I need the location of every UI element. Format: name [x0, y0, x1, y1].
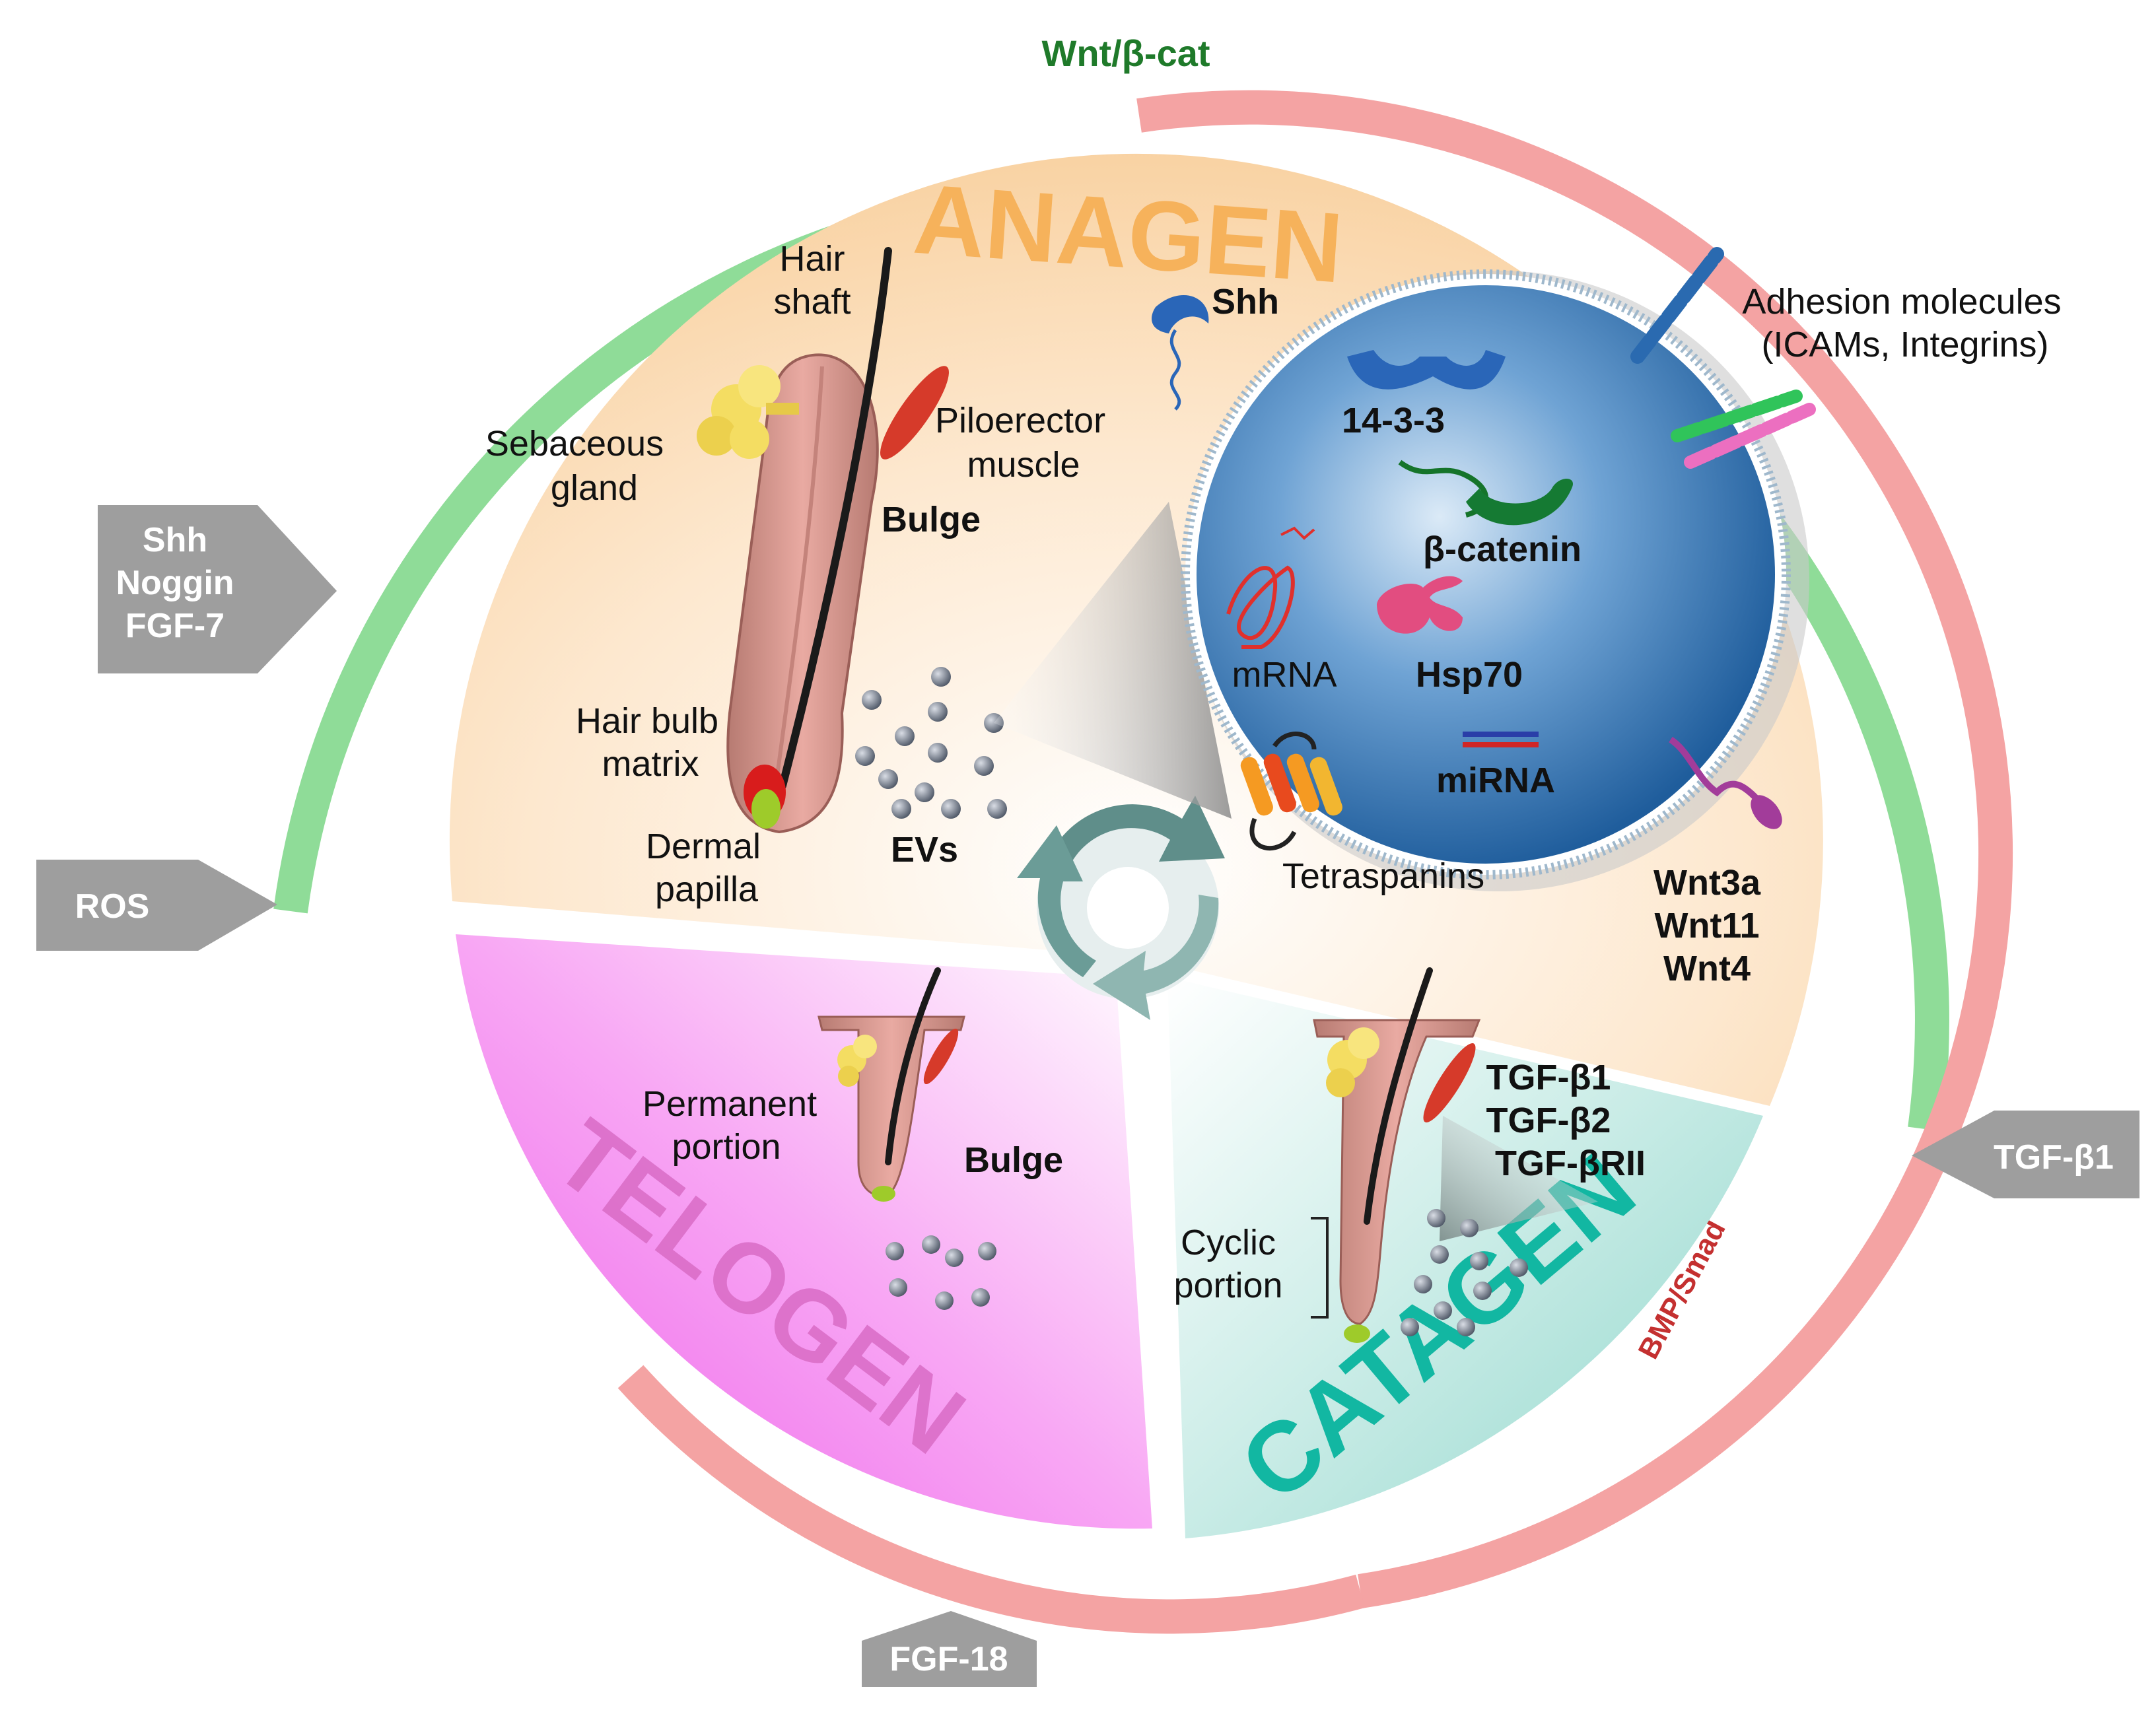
- tgfb1-label: TGF-β1: [1486, 1058, 1611, 1097]
- dermal-papilla-label-line1: Dermal: [646, 827, 761, 866]
- svg-text:Shh: Shh: [143, 521, 207, 559]
- bmp-pathway-arc-bottom: [617, 1365, 1365, 1634]
- hsp70-label: Hsp70: [1416, 655, 1523, 695]
- permanent-portion-label-line1: Permanent: [643, 1084, 817, 1124]
- wnt11-label: Wnt11: [1654, 906, 1759, 945]
- wnt4-label: Wnt4: [1663, 949, 1751, 988]
- piloerector-label-line2: muscle: [967, 445, 1080, 485]
- mrna-label: mRNA: [1232, 655, 1337, 695]
- tgfbrii-label: TGF-βRII: [1495, 1144, 1646, 1183]
- catagen-segment: [1167, 977, 1763, 1538]
- catagen-hair-follicle-illustration: [1313, 967, 1481, 1343]
- svg-text:ROS: ROS: [75, 887, 150, 926]
- mirna-label: miRNA: [1436, 761, 1555, 800]
- sebaceous-gland-label-line2: gland: [551, 468, 638, 508]
- telogen-hair-follicle-illustration: [817, 967, 965, 1202]
- wnt3a-label: Wnt3a: [1653, 863, 1761, 903]
- beta-catenin-icon: [1398, 460, 1574, 526]
- hair-shaft-label-line2: shaft: [773, 282, 851, 322]
- tetraspanin-icon: [1240, 732, 1342, 851]
- ev-particles-catagen: [1401, 1209, 1528, 1336]
- hsp70-icon: [1377, 576, 1463, 634]
- catagen-zoom-cone: [1440, 1116, 1598, 1241]
- permanent-portion-label-line2: portion: [672, 1127, 781, 1167]
- ev-particles-anagen: [855, 667, 1007, 819]
- svg-text:Noggin: Noggin: [116, 564, 234, 602]
- extracellular-vesicle-illustration: [1181, 269, 1809, 891]
- anagen-hair-follicle-illustration: [726, 247, 892, 834]
- regulator-arrow-fgf18: FGF-18: [862, 1611, 1037, 1687]
- hair-shaft-label-line1: Hair: [779, 239, 845, 279]
- tetraspanins-label: Tetraspanins: [1282, 856, 1484, 896]
- adhesion-label-line2: (ICAMs, Integrins): [1761, 325, 2048, 364]
- adhesion-label-line1: Adhesion molecules: [1742, 282, 2061, 322]
- piloerector-muscle-icon: [880, 366, 949, 460]
- tgfb2-label: TGF-β2: [1486, 1101, 1611, 1140]
- shh-protein-icon: [1152, 294, 1209, 411]
- cycle-arrows-icon: [1017, 796, 1225, 1020]
- hair-bulb-label-line2: matrix: [602, 744, 699, 784]
- mirna-icon: [1463, 732, 1539, 747]
- hair-bulb-label-line1: Hair bulb: [576, 701, 718, 741]
- mrna-icon: [1226, 526, 1315, 649]
- piloerector-label-line1: Piloerector: [935, 401, 1105, 440]
- telogen-segment: [456, 934, 1152, 1529]
- cyclic-portion-label-line1: Cyclic: [1181, 1223, 1276, 1262]
- sebaceous-gland-icon: [697, 365, 799, 459]
- telogen-bulge-label: Bulge: [964, 1140, 1063, 1180]
- evs-label: EVs: [891, 830, 958, 870]
- cyclic-portion-label-line2: portion: [1173, 1266, 1282, 1305]
- sebaceous-gland-label-line1: Sebaceous: [485, 424, 664, 463]
- cyclic-portion-bracket: [1311, 1217, 1329, 1319]
- regulator-arrow-shh-noggin-fgf7: Shh Noggin FGF-7: [98, 505, 337, 673]
- regulator-arrow-tgfb1: TGF-β1: [1912, 1111, 2139, 1198]
- svg-text:TGF-β1: TGF-β1: [1994, 1138, 2114, 1177]
- wnt-pathway-label: Wnt/β-cat: [1041, 32, 1210, 74]
- svg-text:FGF-7: FGF-7: [125, 607, 225, 645]
- 14-3-3-protein-icon: [1347, 350, 1506, 390]
- 14-3-3-label: 14-3-3: [1342, 401, 1445, 440]
- ev-particles-telogen: [886, 1235, 996, 1310]
- svg-text:FGF-18: FGF-18: [889, 1640, 1008, 1678]
- bmp-pathway-arc-right: [1136, 90, 2013, 1608]
- adhesion-molecules-icon: [1630, 247, 1816, 829]
- bulge-label: Bulge: [882, 500, 981, 539]
- dermal-papilla-label-line2: papilla: [655, 870, 759, 909]
- shh-cargo-label: Shh: [1212, 282, 1279, 322]
- beta-catenin-label: β-catenin: [1423, 530, 1582, 569]
- zoom-cone: [994, 502, 1232, 819]
- regulator-arrow-ros: ROS: [36, 860, 277, 951]
